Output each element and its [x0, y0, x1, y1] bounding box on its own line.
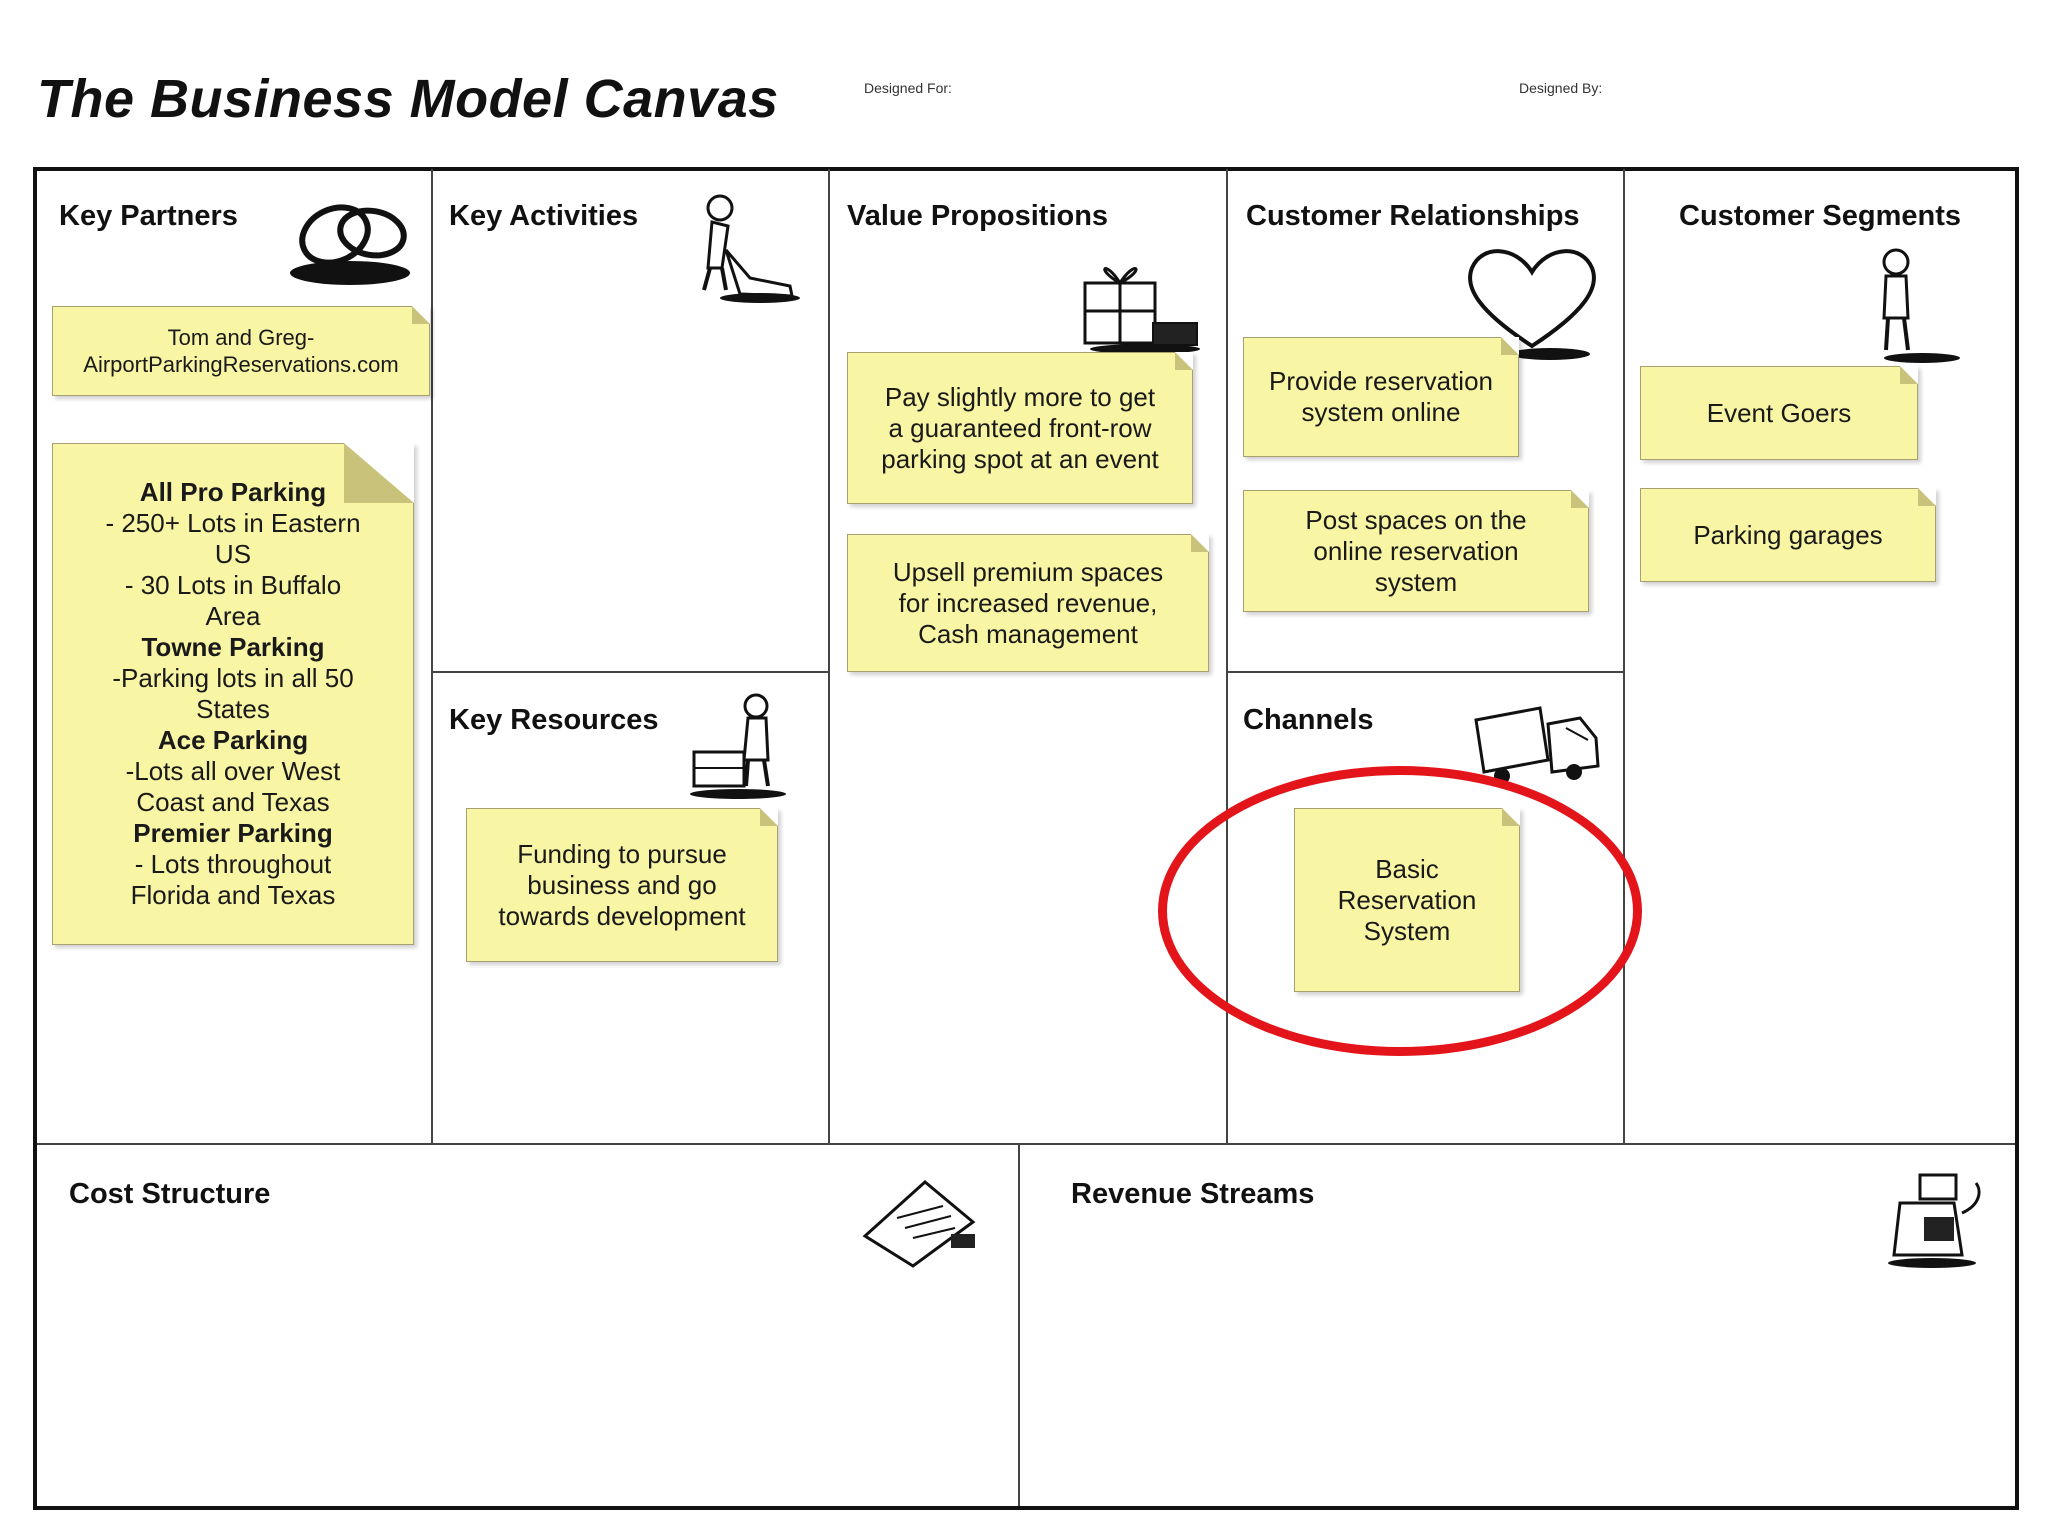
relationship-note: Post spaces on the online reservation sy…: [1243, 490, 1589, 612]
cash-register-icon: [1888, 1173, 1981, 1268]
receipt-icon: [862, 1180, 976, 1268]
divider: [431, 169, 433, 1144]
divider: [1018, 1143, 1020, 1506]
revenue-streams-title: Revenue Streams: [1071, 1178, 1315, 1210]
highlight-circle: [1158, 766, 1642, 1056]
divider: [431, 671, 828, 673]
resource-note: Funding to pursue business and go toward…: [466, 808, 778, 962]
partner-name: Premier Parking: [133, 818, 333, 848]
page-title: The Business Model Canvas: [37, 69, 779, 129]
gift-icon: [1083, 267, 1200, 354]
relationship-note: Provide reservation system online: [1243, 337, 1519, 457]
cost-structure-title: Cost Structure: [69, 1178, 271, 1210]
key-partners-title: Key Partners: [59, 200, 238, 232]
worker-icon: [702, 194, 800, 303]
designed-for-label: Designed For:: [864, 80, 952, 96]
divider: [37, 1143, 2015, 1145]
partner-name: All Pro Parking: [139, 477, 327, 507]
divider: [828, 169, 830, 1144]
divider: [1226, 169, 1228, 1144]
customer-segments-title: Customer Segments: [1679, 200, 1962, 232]
truck-icon: [1474, 706, 1600, 784]
segment-note: Parking garages: [1640, 488, 1936, 582]
partner-note: Tom and Greg- AirportParkingReservations…: [52, 306, 430, 396]
key-resources-title: Key Resources: [449, 704, 659, 736]
divider: [1623, 169, 1625, 1144]
divider: [1226, 671, 1623, 673]
value-propositions-title: Value Propositions: [847, 200, 1109, 232]
segment-note: Event Goers: [1640, 366, 1918, 460]
person-with-cart-icon: [690, 693, 786, 799]
customer-relationships-title: Customer Relationships: [1246, 200, 1580, 232]
value-proposition-note: Pay slightly more to get a guaranteed fr…: [847, 352, 1193, 504]
partner-name: Towne Parking: [141, 632, 325, 662]
channels-title: Channels: [1243, 704, 1374, 736]
value-proposition-note: Upsell premium spaces for increased reve…: [847, 534, 1209, 672]
chain-links-icon: [290, 204, 410, 285]
partners-list-note: All Pro Parking - 250+ Lots in Eastern U…: [52, 443, 414, 945]
heart-icon: [1468, 249, 1596, 360]
key-activities-title: Key Activities: [449, 200, 639, 232]
partner-name: Ace Parking: [157, 725, 309, 755]
canvas-frame: [33, 167, 2019, 1510]
designed-by-label: Designed By:: [1519, 80, 1603, 96]
person-icon: [1882, 248, 1960, 363]
